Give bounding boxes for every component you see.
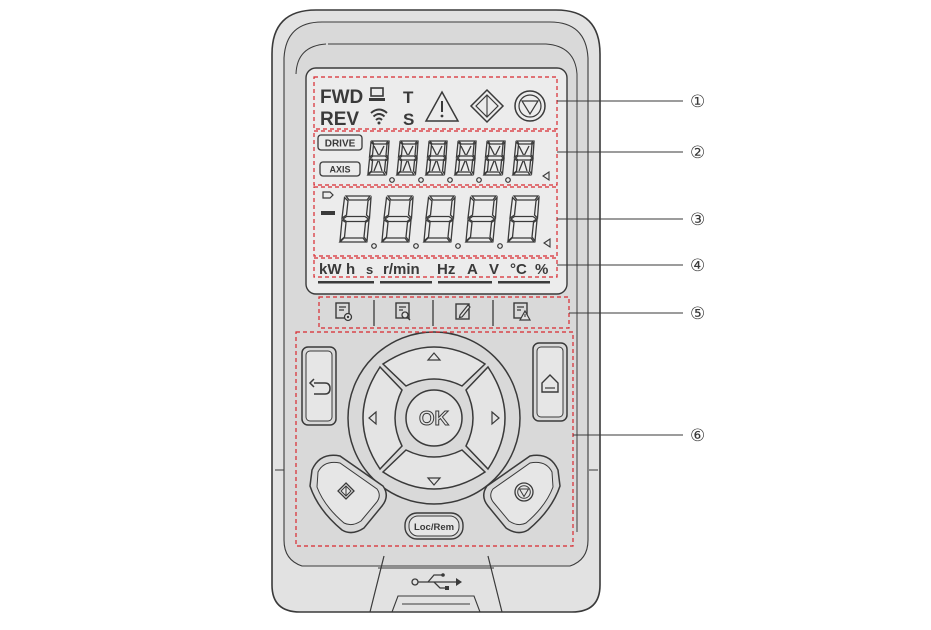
unit-celsius: °C xyxy=(510,261,527,278)
drive-label: DRIVE xyxy=(325,139,356,150)
up-arrow-icon xyxy=(426,352,442,361)
callout-4: ④ xyxy=(690,256,705,275)
unit-rmin: r/min xyxy=(383,261,420,278)
callout-2: ② xyxy=(690,143,705,162)
callout-6: ⑥ xyxy=(690,426,705,445)
stop-button[interactable] xyxy=(483,454,561,534)
run-diamond-icon xyxy=(469,88,505,124)
callout-labels: ① ② ③ ④ ⑤ ⑥ xyxy=(690,92,705,445)
right-button[interactable] xyxy=(465,365,506,471)
drive-label-box: DRIVE xyxy=(317,134,363,151)
down-button[interactable] xyxy=(381,449,487,490)
back-arrow-icon xyxy=(308,378,331,395)
callout-box-1 xyxy=(313,76,558,130)
lcd-screen xyxy=(305,67,568,295)
leader-lines xyxy=(557,100,683,436)
monitor-search-icon[interactable] xyxy=(395,302,411,321)
arrow-left-indicator xyxy=(542,170,550,182)
minus-indicator xyxy=(321,211,335,215)
main-value-digits xyxy=(321,191,551,249)
s-indicator: S xyxy=(403,110,414,129)
axis-label-box: AXIS xyxy=(319,161,361,177)
run-diamond-icon xyxy=(337,482,355,500)
wifi-icon xyxy=(370,108,388,125)
unit-v: V xyxy=(489,261,499,278)
t-indicator: T xyxy=(403,88,414,107)
callout-box-6 xyxy=(295,331,574,547)
computer-icon xyxy=(369,87,385,101)
rev-indicator: REV xyxy=(320,109,359,130)
fwd-indicator: FWD xyxy=(320,87,363,108)
callout-5: ⑤ xyxy=(690,304,705,323)
warning-triangle-icon xyxy=(424,90,460,122)
right-arrow-icon xyxy=(491,410,500,426)
callout-box-2 xyxy=(313,130,558,186)
edit-icon[interactable] xyxy=(455,303,471,320)
loc-rem-label: Loc/Rem xyxy=(414,522,454,533)
callout-1: ① xyxy=(690,92,705,111)
stop-circle-icon xyxy=(514,90,546,122)
callout-3: ③ xyxy=(690,210,705,229)
direction-pad: OK xyxy=(347,331,521,505)
callout-boxes xyxy=(295,76,574,547)
unit-kw: kW xyxy=(319,261,342,278)
fault-warning-icon[interactable] xyxy=(513,302,532,321)
unit-hz: Hz xyxy=(437,261,455,278)
unit-row: kW h s r/min Hz A V °C % xyxy=(319,261,548,278)
unit-s: s xyxy=(366,262,373,277)
keypad: OK Loc/Rem xyxy=(301,331,568,540)
ok-label: OK xyxy=(419,408,450,430)
run-button[interactable] xyxy=(309,454,387,534)
unit-percent: % xyxy=(535,261,548,278)
callout-box-4 xyxy=(313,257,558,278)
unit-underline-bars xyxy=(318,281,550,284)
arrow-left-indicator-2 xyxy=(543,237,551,249)
left-button[interactable] xyxy=(362,365,403,471)
axis-label: AXIS xyxy=(329,165,350,175)
tag-indicator xyxy=(322,191,334,199)
home-icon xyxy=(541,374,559,393)
down-arrow-icon xyxy=(426,477,442,486)
function-icon-row xyxy=(335,300,532,326)
callout-box-5 xyxy=(318,296,570,329)
usb-icon xyxy=(411,573,462,590)
left-arrow-icon xyxy=(368,410,377,426)
unit-a: A xyxy=(467,261,478,278)
callout-box-3 xyxy=(313,186,558,257)
parameter-settings-icon[interactable] xyxy=(335,302,353,322)
stop-circle-icon xyxy=(514,482,534,502)
home-button[interactable] xyxy=(532,342,568,422)
up-button[interactable] xyxy=(381,346,487,387)
drive-axis-digits xyxy=(367,140,550,183)
unit-h: h xyxy=(346,261,355,278)
loc-rem-button[interactable]: Loc/Rem xyxy=(404,512,464,540)
back-button[interactable] xyxy=(301,346,337,426)
ok-button[interactable]: OK xyxy=(405,389,463,447)
